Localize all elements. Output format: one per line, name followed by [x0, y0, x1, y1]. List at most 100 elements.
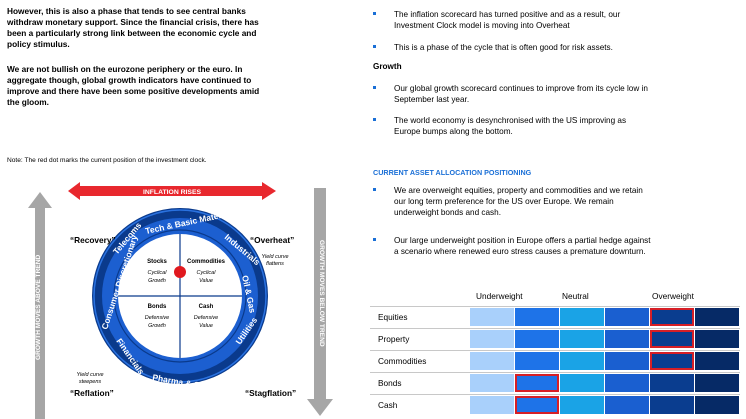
text-line: We are overweight equities, property and…	[394, 186, 643, 195]
text-line: The world economy is desynchronised with…	[394, 116, 627, 125]
table-cell	[695, 308, 739, 326]
table-cell	[515, 308, 559, 326]
position-marker-cell	[650, 308, 694, 326]
quadrant-cash-l1: Defensive	[194, 315, 218, 321]
investment-clock-diagram: Tech & Basic Materials Industrials Oil &…	[28, 182, 333, 419]
quadrant-bonds-l2: Growth	[148, 323, 166, 329]
text-line: our long term preference for the US over…	[394, 197, 614, 206]
table-cell	[650, 396, 694, 414]
bullet-marker	[373, 45, 376, 48]
table-cell	[560, 352, 604, 370]
text-line: Europe bumps along the bottom.	[394, 127, 513, 136]
bullet-marker	[373, 118, 376, 121]
text-line: improve and there have been some positiv…	[7, 86, 260, 96]
table-cell	[605, 374, 649, 392]
text-line: Our large underweight position in Europe…	[394, 236, 651, 245]
position-marker-cell	[650, 330, 694, 348]
table-cell	[560, 396, 604, 414]
table-cell	[560, 308, 604, 326]
chart-note: Note: The red dot marks the current posi…	[7, 157, 207, 164]
phase-overheat: “Overheat”	[250, 235, 294, 245]
table-cell	[695, 396, 739, 414]
allocation-heading: CURRENT ASSET ALLOCATION POSITIONING	[373, 168, 532, 177]
col-overweight: Overweight	[652, 291, 694, 301]
table-row-divider	[370, 328, 740, 329]
quadrant-stocks-title: Stocks	[147, 259, 167, 265]
text-line: aggregate though, global growth indicato…	[7, 75, 252, 85]
table-row-divider	[370, 306, 740, 307]
quadrant-stocks-l1: Cyclical	[148, 270, 168, 276]
table-cell	[470, 308, 514, 326]
text-line: However, this is also a phase that tends…	[7, 6, 246, 16]
current-position-dot	[174, 266, 186, 278]
phase-stagflation: “Stagflation”	[245, 388, 296, 398]
yield-steepens-1: Yield curve	[76, 372, 103, 378]
table-cell	[695, 352, 739, 370]
table-row-divider	[370, 394, 740, 395]
table-row-label: Commodities	[378, 356, 427, 366]
yield-steepens-2: steepens	[79, 379, 102, 385]
bullet-inflation: The inflation scorecard has turned posit…	[373, 9, 733, 33]
yield-flattens-1: Yield curve	[261, 254, 288, 260]
table-cell	[515, 330, 559, 348]
right-arrow-text: GROWTH MOVES BELOW TREND	[318, 240, 325, 347]
table-cell	[605, 396, 649, 414]
position-marker-cell	[515, 374, 559, 392]
intro-paragraph-2: We are not bullish on the eurozone perip…	[7, 64, 347, 108]
quadrant-commodities-l2: Value	[199, 278, 213, 284]
left-arrow-text: GROWTH MOVES ABOVE TREND	[35, 255, 42, 360]
quadrant-stocks-l2: Growth	[148, 278, 166, 284]
col-underweight: Underweight	[476, 291, 523, 301]
table-row-divider	[370, 372, 740, 373]
yield-flattens-2: flattens	[266, 261, 284, 267]
left-up-arrow	[28, 192, 52, 419]
phase-reflation: “Reflation”	[70, 388, 114, 398]
bullet-risk-assets: This is a phase of the cycle that is oft…	[373, 42, 733, 54]
table-row-label: Equities	[378, 312, 408, 322]
bullet-growth-1: Our global growth scorecard continues to…	[373, 83, 733, 107]
table-cell	[695, 330, 739, 348]
text-line: withdraw monetary support. Since the fin…	[7, 17, 259, 27]
quadrant-commodities-l1: Cyclical	[197, 270, 217, 276]
table-cell	[650, 374, 694, 392]
table-row-label: Bonds	[378, 378, 402, 388]
table-cell	[470, 352, 514, 370]
bullet-marker	[373, 86, 376, 89]
table-cell	[605, 308, 649, 326]
quadrant-bonds-l1: Defensive	[145, 315, 169, 321]
text-line: policy stimulus.	[7, 39, 70, 49]
table-cell	[560, 374, 604, 392]
text-line: the gloom.	[7, 97, 49, 107]
table-cell	[470, 396, 514, 414]
table-row-divider	[370, 350, 740, 351]
text-line: underweight bonds and cash.	[394, 208, 501, 217]
table-cell	[605, 330, 649, 348]
bullet-allocation-1: We are overweight equities, property and…	[373, 185, 733, 219]
right-down-arrow	[307, 188, 333, 416]
bullet-marker	[373, 188, 376, 191]
text-line: The inflation scorecard has turned posit…	[394, 10, 621, 19]
table-cell	[515, 352, 559, 370]
table-cell	[695, 374, 739, 392]
col-neutral: Neutral	[562, 291, 589, 301]
text-line: September last year.	[394, 95, 470, 104]
banner-text: INFLATION RISES	[143, 189, 201, 196]
bullet-marker	[373, 238, 376, 241]
text-line: We are not bullish on the eurozone perip…	[7, 64, 243, 74]
table-cell	[470, 374, 514, 392]
position-marker-cell	[650, 352, 694, 370]
table-row-label: Property	[378, 334, 410, 344]
table-cell	[470, 330, 514, 348]
text-line: been a particularly strong link between …	[7, 28, 257, 38]
quadrant-bonds-title: Bonds	[148, 304, 167, 310]
position-marker-cell	[515, 396, 559, 414]
table-cell	[605, 352, 649, 370]
growth-heading: Growth	[373, 62, 402, 71]
inflation-banner-arrow	[68, 182, 276, 200]
bullet-growth-2: The world economy is desynchronised with…	[373, 115, 733, 139]
phase-recovery: “Recovery”	[70, 235, 116, 245]
table-cell	[560, 330, 604, 348]
text-line: Investment Clock model is moving into Ov…	[394, 21, 570, 30]
quadrant-commodities-title: Commodities	[187, 259, 226, 265]
